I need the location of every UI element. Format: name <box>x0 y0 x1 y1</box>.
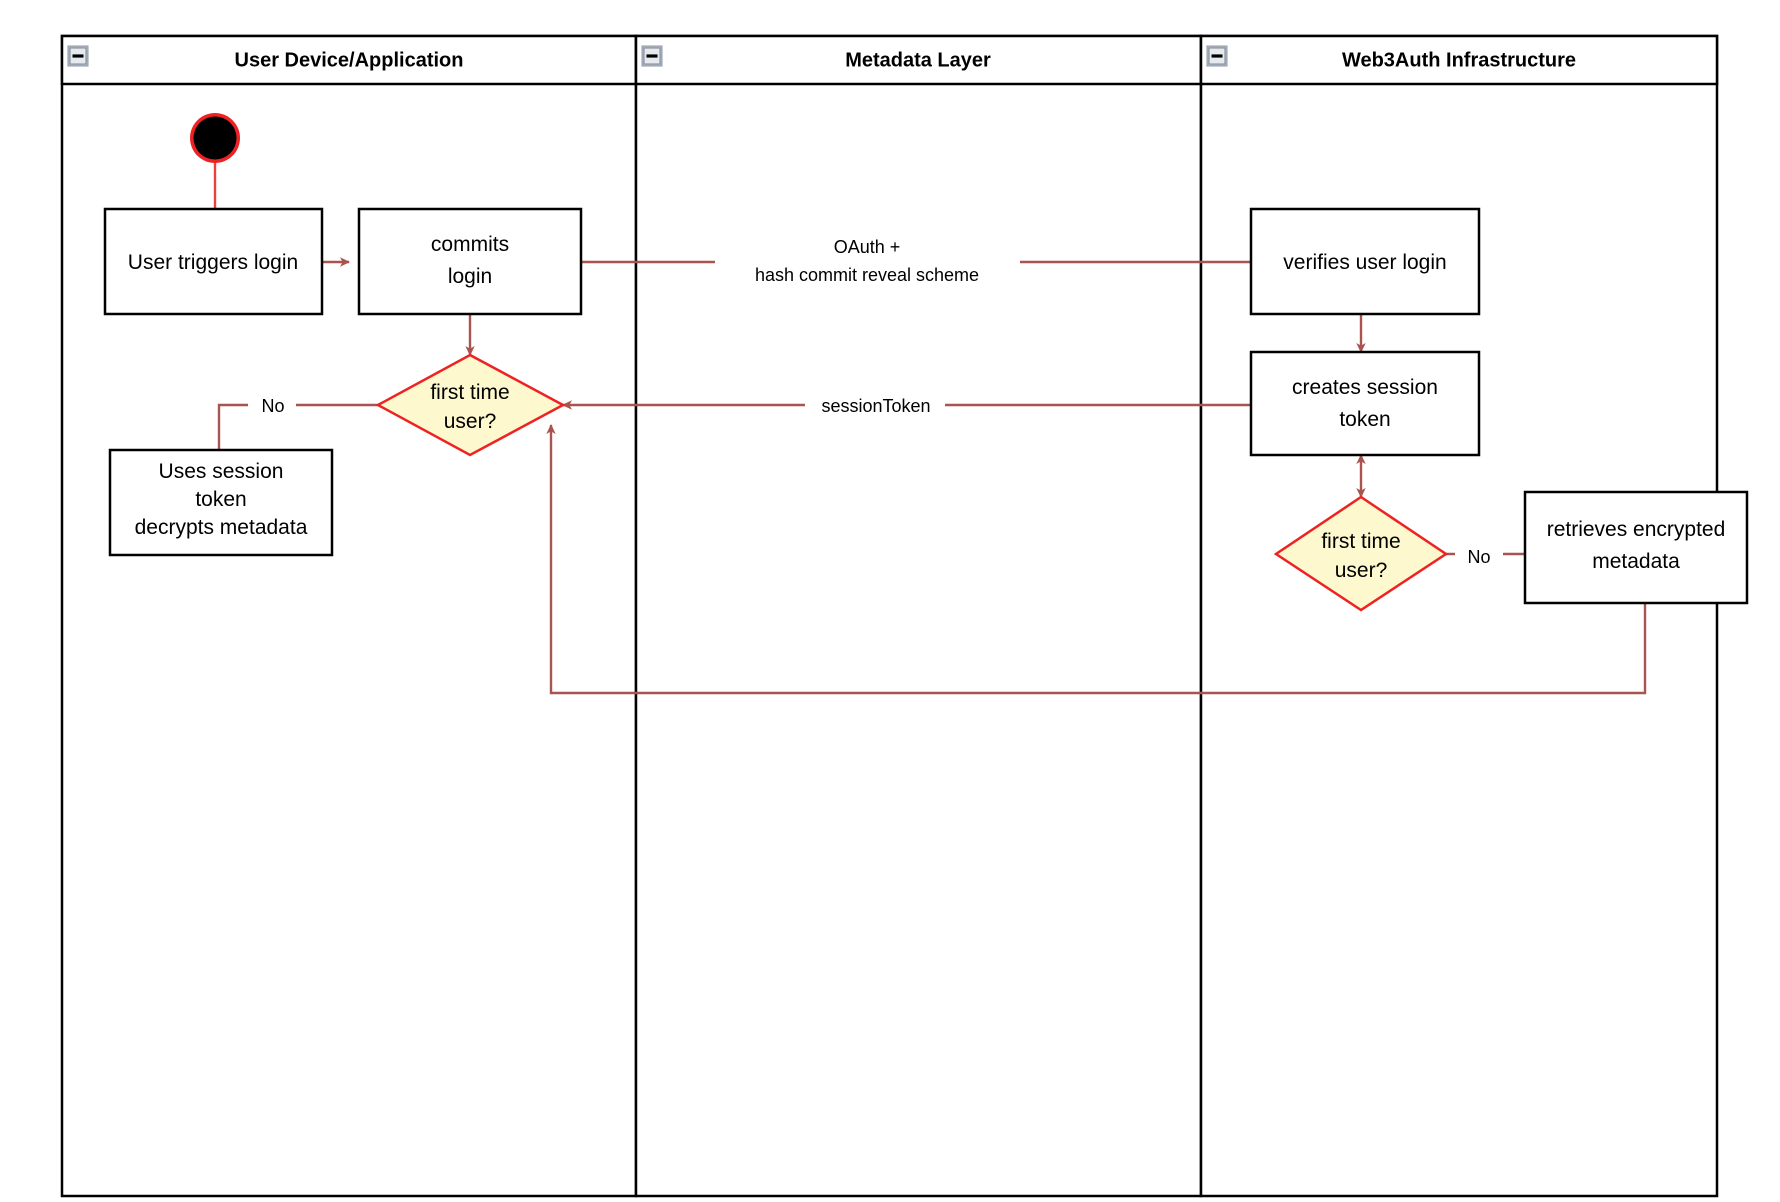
node-label-uses-session-line2: token <box>195 488 246 511</box>
minus-box-icon[interactable] <box>641 45 663 67</box>
node-label-creates-session-line2: token <box>1339 408 1390 431</box>
edge-label-no-server: No <box>1455 541 1503 569</box>
node-first-time-user-server[interactable]: first time user? <box>1273 495 1449 612</box>
minus-box-icon[interactable] <box>1206 45 1228 67</box>
minus-box-icon[interactable] <box>67 45 89 67</box>
node-label-retrieves-line1: retrieves encrypted <box>1547 518 1726 541</box>
edge-label-oauth-line2: hash commit reveal scheme <box>755 265 979 285</box>
node-label-user-triggers-login: User triggers login <box>128 251 298 274</box>
lane-header-metadata <box>634 34 1203 86</box>
edge-label-group: OAuth + hash commit reveal scheme sessio… <box>248 232 1503 569</box>
edge-decision-client-no-to-uses-session <box>217 403 378 450</box>
lane-header-user-device <box>60 34 638 86</box>
edge-label-no-client-text: No <box>261 396 284 416</box>
edge-label-oauth-line1: OAuth + <box>834 237 901 257</box>
sidebar-lane-metadata[interactable]: Metadata Layer <box>634 34 1203 1198</box>
edge-label-oauth: OAuth + hash commit reveal scheme <box>715 232 1020 290</box>
node-creates-session-token[interactable]: creates session token <box>1249 350 1481 457</box>
node-label-creates-session-line1: creates session <box>1292 376 1438 399</box>
node-label-retrieves-line2: metadata <box>1592 550 1680 573</box>
node-retrieves-encrypted-metadata[interactable]: retrieves encrypted metadata <box>1523 490 1749 605</box>
node-user-triggers-login[interactable]: User triggers login <box>103 207 324 316</box>
lane-title-web3auth: Web3Auth Infrastructure <box>1342 49 1576 71</box>
node-label-commits-login-line2: login <box>448 265 492 288</box>
node-label-decision-client-line1: first time <box>430 381 509 404</box>
node-verifies-user-login[interactable]: verifies user login <box>1249 207 1481 316</box>
node-commits-login[interactable]: commits login <box>357 207 583 316</box>
node-label-decision-server-line1: first time <box>1321 530 1400 553</box>
node-label-decision-client-line2: user? <box>444 410 497 433</box>
edge-label-session-token-text: sessionToken <box>821 396 930 416</box>
lane-title-user-device: User Device/Application <box>235 49 464 71</box>
lane-body-metadata <box>634 34 1203 1198</box>
node-label-decision-server-line2: user? <box>1335 559 1388 582</box>
edge-retrieves-to-decision-client-return <box>546 424 1647 695</box>
node-uses-session-token[interactable]: Uses session token decrypts metadata <box>108 448 334 557</box>
edge-label-no-client: No <box>248 390 296 418</box>
node-label-uses-session-line1: Uses session <box>159 460 284 483</box>
lane-title-metadata: Metadata Layer <box>845 49 991 71</box>
node-label-commits-login-line1: commits <box>431 233 509 256</box>
node-label-uses-session-line3: decrypts metadata <box>135 516 308 539</box>
start-node[interactable] <box>190 113 240 163</box>
node-first-time-user-client[interactable]: first time user? <box>375 353 566 457</box>
node-label-verifies-user-login: verifies user login <box>1283 251 1446 274</box>
node-group: User triggers login commits login first … <box>103 113 1749 612</box>
edge-label-session-token: sessionToken <box>805 392 945 418</box>
lane-header-web3auth <box>1199 34 1719 86</box>
edge-label-no-server-text: No <box>1467 547 1490 567</box>
